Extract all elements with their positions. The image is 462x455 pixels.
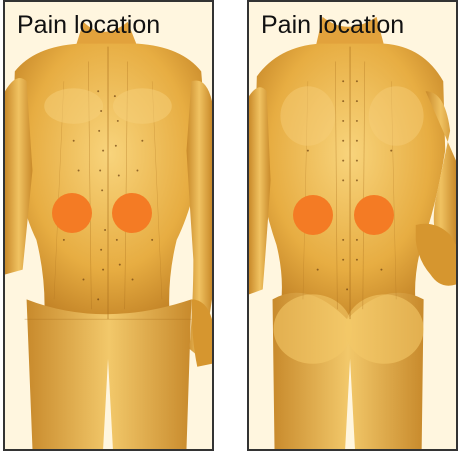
pain-location-caption-front: Pain location bbox=[17, 11, 160, 40]
pain-marker-front-left bbox=[52, 193, 92, 233]
pain-marker-back-left bbox=[293, 195, 333, 235]
back-view-panel: Pain location bbox=[247, 0, 458, 451]
back-body-figure bbox=[249, 2, 456, 449]
pain-location-caption-back: Pain location bbox=[261, 11, 404, 40]
pain-marker-front-right bbox=[112, 193, 152, 233]
pain-marker-back-right bbox=[354, 195, 394, 235]
front-view-panel: Pain location bbox=[3, 0, 214, 451]
front-body-figure bbox=[5, 2, 212, 449]
